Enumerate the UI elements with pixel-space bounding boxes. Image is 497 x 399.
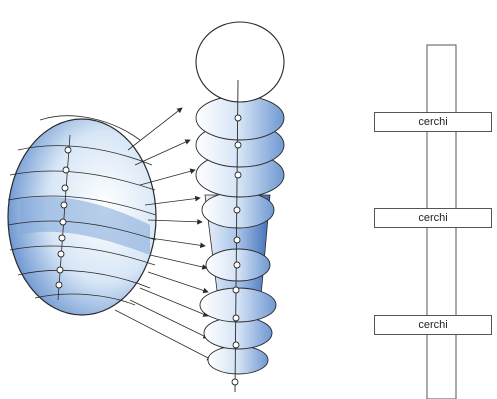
label-cerchi-top: cerchi	[374, 112, 492, 132]
disc-stack	[196, 22, 284, 392]
label-cerchi-bottom: cerchi	[374, 315, 492, 335]
label-cerchi-middle: cerchi	[374, 208, 492, 228]
